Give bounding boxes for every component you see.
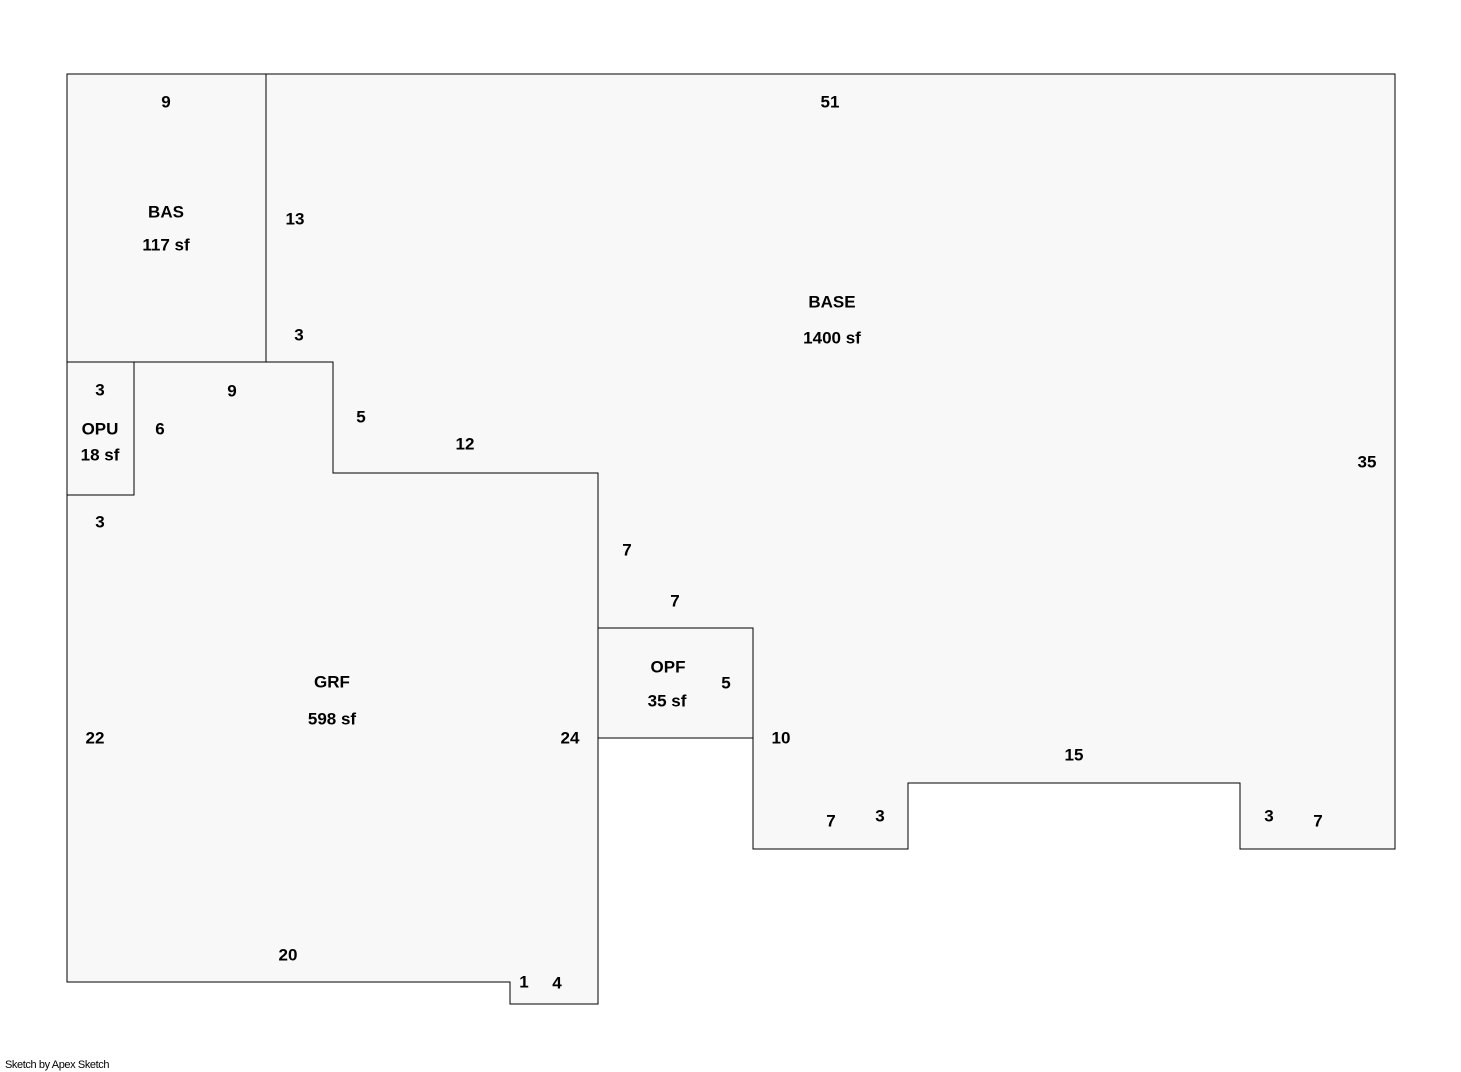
- dimension-label: 7: [622, 540, 631, 559]
- dimension-label: 3: [294, 325, 303, 344]
- dimension-label: 3: [95, 380, 104, 399]
- bas-area-size: 117 sf: [142, 235, 190, 254]
- dimension-label: 7: [826, 811, 835, 830]
- opf-area-shape: [597, 627, 754, 739]
- dimension-label: 7: [670, 591, 679, 610]
- dimension-label: 7: [1313, 811, 1322, 830]
- dimension-label: 15: [1065, 745, 1084, 764]
- opu-area-shape: [66, 361, 135, 496]
- dimension-label: 22: [86, 728, 105, 747]
- dimension-label: 9: [161, 92, 170, 111]
- grf-area-code: GRF: [314, 672, 350, 691]
- opu-area-size: 18 sf: [81, 445, 120, 464]
- dimension-label: 5: [356, 407, 365, 426]
- dimension-label: 1: [519, 972, 528, 991]
- opf-area-code: OPF: [651, 657, 686, 676]
- grf-area-size: 598 sf: [308, 709, 357, 728]
- dimension-label: 3: [875, 806, 884, 825]
- dimension-label: 13: [286, 209, 305, 228]
- dimension-label: 10: [772, 728, 791, 747]
- sketch-credit: Sketch by Apex Sketch: [5, 1059, 110, 1071]
- base-area-code: BASE: [808, 292, 855, 311]
- dimension-label: 9: [227, 381, 236, 400]
- bas-area-code: BAS: [148, 202, 184, 221]
- dimension-label: 35: [1358, 452, 1377, 471]
- dimension-label: 24: [561, 728, 580, 747]
- dimension-label: 4: [552, 973, 562, 992]
- dimension-label: 12: [456, 434, 475, 453]
- opu-area-code: OPU: [82, 419, 119, 438]
- dimension-label: 6: [155, 419, 164, 438]
- dimension-label: 5: [721, 673, 730, 692]
- dimension-label: 3: [1264, 806, 1273, 825]
- dimension-label: 51: [821, 92, 840, 111]
- base-area-size: 1400 sf: [803, 328, 861, 347]
- dimension-label: 3: [95, 512, 104, 531]
- dimension-label: 20: [279, 945, 298, 964]
- opf-area-size: 35 sf: [648, 691, 687, 710]
